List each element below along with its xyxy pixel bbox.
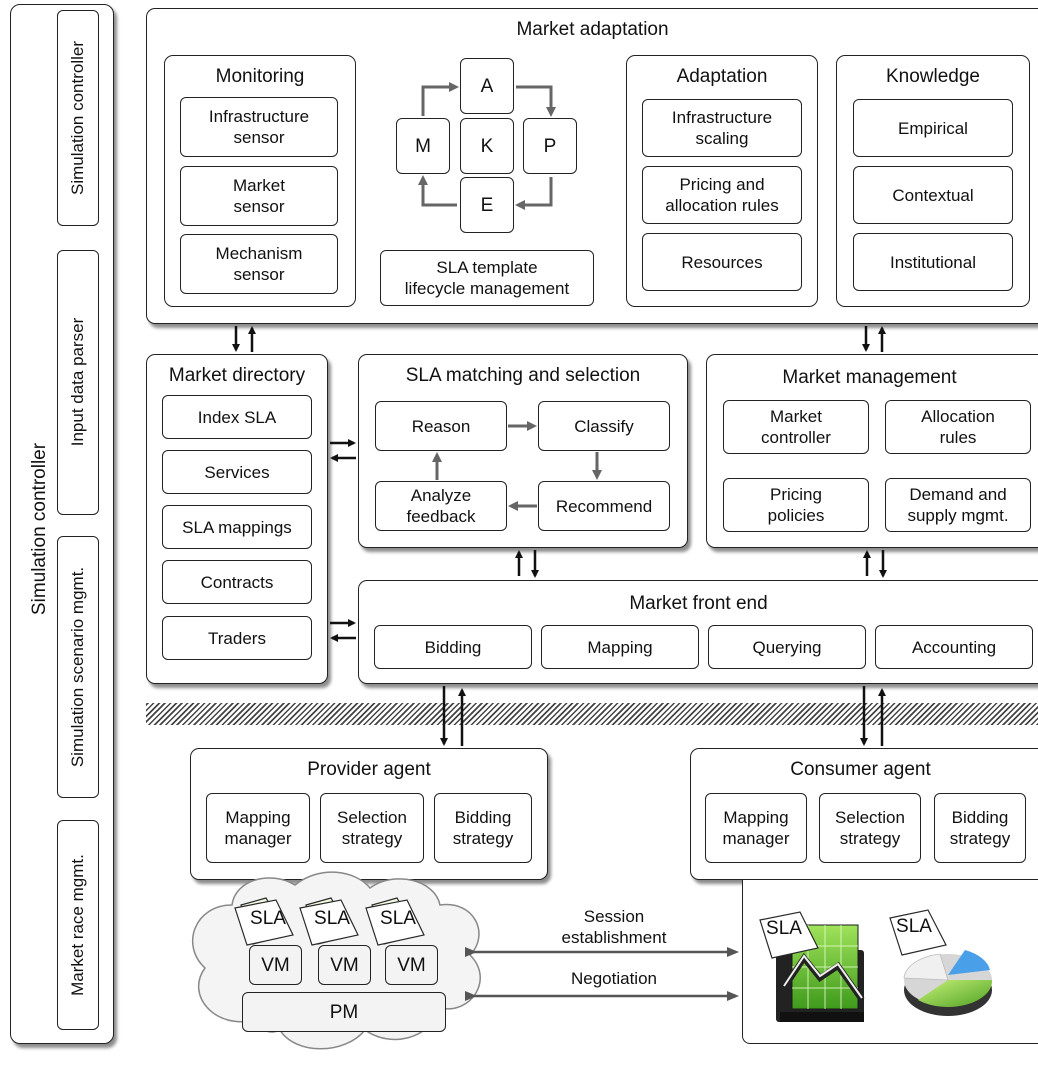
- mapek-a: A: [460, 58, 514, 114]
- sla-analyze-feedback: Analyze feedback: [375, 481, 507, 531]
- knowledge-contextual: Contextual: [853, 166, 1013, 224]
- mape-arrow-a-p: [516, 85, 556, 117]
- knowledge-title: Knowledge: [885, 66, 981, 87]
- sla-matching-title: SLA matching and selection: [405, 365, 641, 386]
- infrastructure-sensor: Infrastructure sensor: [180, 97, 338, 157]
- mapek-e: E: [460, 177, 514, 233]
- consumer-mapping-manager: Mapping manager: [705, 793, 807, 863]
- sla-recommend: Recommend: [538, 481, 670, 531]
- adaptation-title: Adaptation: [676, 66, 768, 87]
- consumer-sla-2: SLA: [896, 916, 932, 937]
- directory-sla-mappings: SLA mappings: [162, 505, 312, 549]
- session-establishment-label: Session establishment: [561, 907, 667, 947]
- knowledge-institutional: Institutional: [853, 233, 1013, 291]
- pricing-policies: Pricing policies: [723, 478, 869, 532]
- pricing-allocation-rules: Pricing and allocation rules: [642, 166, 802, 224]
- directory-services: Services: [162, 450, 312, 494]
- market-directory-title: Market directory: [168, 365, 306, 386]
- provider-vm-2: VM: [318, 945, 371, 985]
- provider-mapping-manager: Mapping manager: [206, 793, 310, 863]
- provider-agent-title: Provider agent: [307, 759, 431, 780]
- consumer-bidding-strategy: Bidding strategy: [934, 793, 1026, 863]
- market-management-title: Market management: [782, 367, 957, 388]
- market-sensor: Market sensor: [180, 166, 338, 226]
- mape-arrow-m-a: [421, 82, 459, 116]
- provider-sla-3: SLA: [380, 908, 416, 929]
- negotiation-label: Negotiation: [570, 969, 657, 988]
- sim-component-controller: [57, 10, 99, 226]
- front-end-bidding: Bidding: [374, 625, 532, 669]
- mape-arrow-p-e: [515, 177, 553, 210]
- front-end-querying: Querying: [708, 625, 866, 669]
- network-boundary: [146, 703, 1038, 725]
- knowledge-empirical: Empirical: [853, 99, 1013, 157]
- sim-component-scenario-mgmt: [57, 536, 99, 798]
- sla-classify: Classify: [538, 401, 670, 451]
- mapek-p: P: [523, 118, 577, 174]
- directory-traders: Traders: [162, 616, 312, 660]
- mechanism-sensor: Mechanism sensor: [180, 234, 338, 294]
- infrastructure-scaling: Infrastructure scaling: [642, 99, 802, 157]
- allocation-rules: Allocation rules: [885, 400, 1031, 454]
- front-end-accounting: Accounting: [875, 625, 1033, 669]
- provider-vm-3: VM: [385, 945, 438, 985]
- market-controller: Market controller: [723, 400, 869, 454]
- provider-sla-2: SLA: [314, 908, 350, 929]
- mapek-m: M: [396, 118, 450, 174]
- directory-index-sla: Index SLA: [162, 395, 312, 439]
- directory-contracts: Contracts: [162, 560, 312, 604]
- market-adaptation-title: Market adaptation: [516, 19, 669, 40]
- provider-pm: PM: [242, 992, 446, 1032]
- demand-supply-mgmt: Demand and supply mgmt.: [885, 478, 1031, 532]
- mapek-k: K: [460, 118, 514, 174]
- provider-bidding-strategy: Bidding strategy: [434, 793, 532, 863]
- consumer-sla-1: SLA: [766, 918, 802, 939]
- mape-arrow-e-m: [418, 175, 457, 207]
- resources: Resources: [642, 233, 802, 291]
- monitoring-title: Monitoring: [215, 66, 305, 87]
- sla-reason: Reason: [375, 401, 507, 451]
- provider-selection-strategy: Selection strategy: [320, 793, 424, 863]
- consumer-selection-strategy: Selection strategy: [819, 793, 921, 863]
- market-front-end-title: Market front end: [629, 593, 768, 614]
- sla-document-icons: [234, 897, 947, 959]
- provider-vm-1: VM: [249, 945, 302, 985]
- front-end-mapping: Mapping: [541, 625, 699, 669]
- provider-sla-1: SLA: [250, 908, 286, 929]
- sim-component-input-parser: [57, 250, 99, 515]
- pie-chart-icon: [903, 950, 993, 1016]
- sim-component-race-mgmt: [57, 820, 99, 1030]
- sla-template-lifecycle: SLA template lifecycle management: [380, 250, 594, 306]
- consumer-agent-title: Consumer agent: [790, 759, 931, 780]
